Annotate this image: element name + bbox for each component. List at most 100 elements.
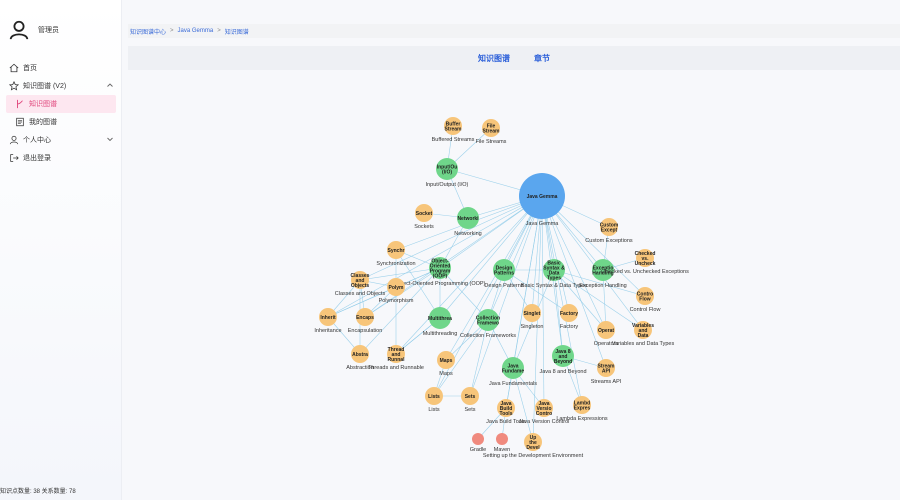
graph-node-circle[interactable] — [387, 345, 405, 363]
graph-node-label: Custom Exceptions — [585, 238, 633, 244]
breadcrumb-item[interactable]: 知识图谱 — [224, 29, 249, 36]
breadcrumb-item[interactable]: Java Gemma — [177, 28, 214, 34]
graph-node-circle[interactable] — [351, 345, 369, 363]
graph-node-circle[interactable] — [429, 307, 451, 329]
graph-node-circle[interactable] — [482, 119, 500, 137]
graph-node-label: Java Fundamentals — [489, 381, 537, 387]
graph-node-circle[interactable] — [502, 357, 524, 379]
graph-node-oop[interactable]: Object-OrientedProgram(OOP)Object-Orient… — [395, 257, 486, 287]
graph-node-circle[interactable] — [597, 359, 615, 377]
graph-node-label: Maven — [494, 447, 511, 453]
graph-node-circle[interactable] — [387, 241, 405, 259]
graph-node-label: Synchronization — [376, 261, 415, 267]
user-block[interactable]: 管理员 — [8, 18, 59, 42]
graph-node-circle[interactable] — [519, 173, 565, 219]
sidebar-item-my-graph[interactable]: 我的图谱 — [0, 113, 122, 131]
graph-node-circle[interactable] — [524, 433, 542, 451]
graph-node-io[interactable]: Input/Ou(I/O)Input/Output (I/O) — [426, 158, 469, 188]
graph-node-title: Java — [538, 401, 549, 407]
graph-node-circle[interactable] — [415, 204, 433, 222]
graph-node-circle[interactable] — [543, 259, 565, 281]
graph-node-circle[interactable] — [457, 207, 479, 229]
graph-node-circle[interactable] — [477, 309, 499, 331]
graph-node-circle[interactable] — [592, 259, 614, 281]
graph-node-title: Oriented — [430, 263, 451, 269]
graph-node-circle[interactable] — [436, 158, 458, 180]
graph-node-title: Exceptio — [593, 265, 614, 271]
sidebar-item-graph-group[interactable]: 知识图谱 (V2) — [0, 77, 122, 95]
graph-node-label: Polymorphism — [379, 298, 414, 304]
graph-node-circle[interactable] — [636, 287, 654, 305]
sidebar-item-home[interactable]: 首页 — [0, 59, 122, 77]
graph-node-circle[interactable] — [444, 117, 462, 135]
sidebar-item-logout[interactable]: 退出登录 — [0, 149, 122, 167]
graph-node-circle[interactable] — [535, 399, 553, 417]
graph-node-circle[interactable] — [552, 345, 574, 367]
graph-node-circle[interactable] — [600, 218, 618, 236]
graph-node-circle[interactable] — [523, 304, 541, 322]
tab-knowledge-graph[interactable]: 知识图谱 — [478, 53, 510, 63]
graph-node-gradle[interactable]: Gradle — [470, 433, 487, 453]
graph-node-circle[interactable] — [429, 257, 451, 279]
graph-node-circle[interactable] — [387, 278, 405, 296]
sidebar-item-personal[interactable]: 个人中心 — [0, 131, 122, 149]
graph-node-circle[interactable] — [437, 351, 455, 369]
graph-node-circle[interactable] — [497, 399, 515, 417]
graph-node-circle[interactable] — [356, 308, 374, 326]
graph-node-circle[interactable] — [425, 387, 443, 405]
graph-node-circle[interactable] — [461, 387, 479, 405]
graph-node-circle[interactable] — [319, 308, 337, 326]
graph-node-circle[interactable] — [496, 433, 508, 445]
graph-node-circle[interactable] — [597, 321, 615, 339]
graph-node-circle[interactable] — [573, 396, 591, 414]
graph-node-circle[interactable] — [351, 271, 369, 289]
chevron-up-icon — [107, 83, 113, 87]
graph-node-circle[interactable] — [560, 304, 578, 322]
tab-chapters[interactable]: 章节 — [534, 53, 550, 63]
graph-node-title: Checked — [635, 251, 656, 257]
graph-node-circle[interactable] — [493, 259, 515, 281]
sidebar-item-graph-page[interactable]: 知识图谱 — [6, 95, 116, 113]
graph-node-maven[interactable]: Maven — [494, 433, 511, 453]
graph-node-circle[interactable] — [634, 321, 652, 339]
graph-node-circle[interactable] — [636, 249, 654, 267]
breadcrumb-item[interactable]: 知识图谱中心 — [130, 29, 167, 36]
graph-node-circle[interactable] — [472, 433, 484, 445]
